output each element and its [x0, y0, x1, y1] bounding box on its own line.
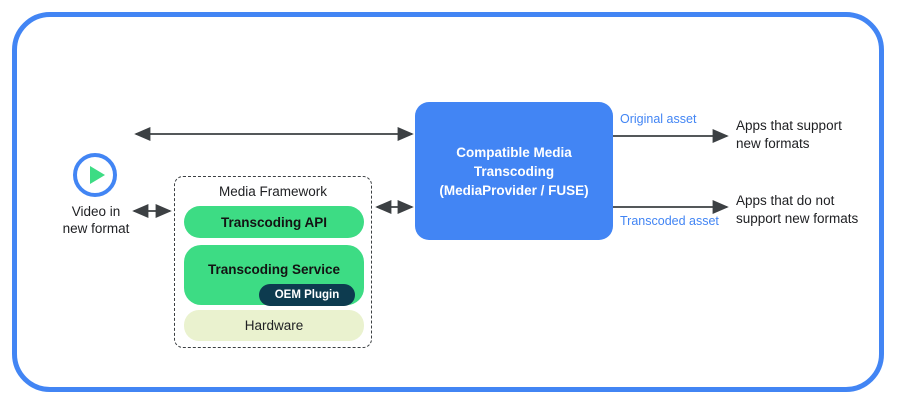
media-framework-title: Media Framework — [218, 184, 328, 199]
layer-transcoding-api[interactable]: Transcoding API — [184, 206, 364, 238]
label-transcoded-asset: Transcoded asset — [620, 214, 719, 228]
layer-hardware[interactable]: Hardware — [184, 310, 364, 341]
compatible-media-transcoding-box[interactable]: Compatible Media Transcoding (MediaProvi… — [415, 102, 613, 240]
label-apps-that-support: Apps that support new formats — [736, 118, 842, 151]
label-original-asset: Original asset — [620, 112, 697, 126]
video-source-label: Video in new format — [62, 204, 130, 236]
label-apps-that-do-not-support: Apps that do not support new formats — [736, 193, 859, 226]
play-circle-icon — [71, 151, 119, 199]
media-framework-group: Media Framework Transcoding API Transcod… — [174, 176, 372, 348]
badge-oem-plugin[interactable]: OEM Plugin — [259, 284, 355, 306]
